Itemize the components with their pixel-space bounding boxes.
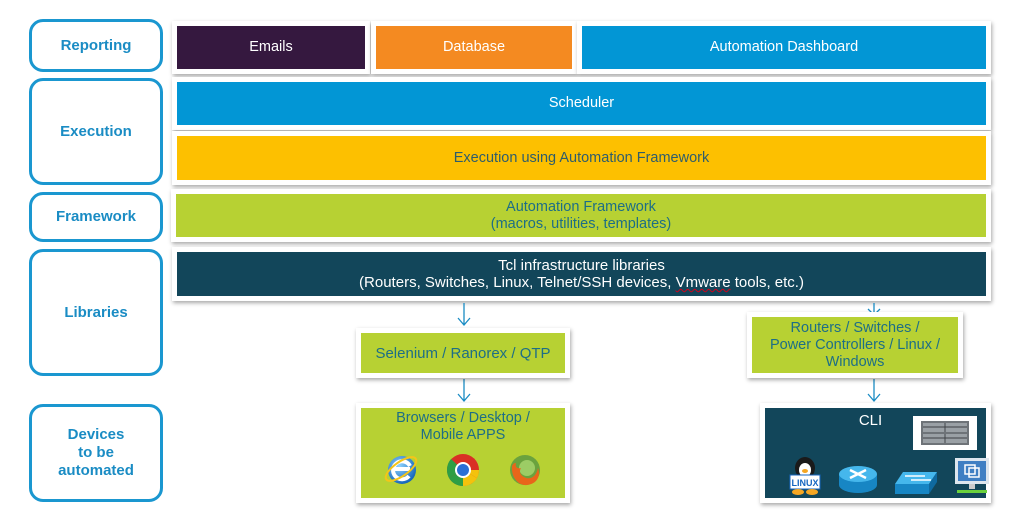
gui-devices-card: Browsers / Desktop / Mobile APPS bbox=[356, 403, 570, 503]
database-card: Database bbox=[371, 21, 577, 74]
scheduler-label: Scheduler bbox=[548, 95, 615, 111]
cli-devices-block: CLI LINUX bbox=[765, 408, 989, 498]
network-devices-line: Power Controllers / Linux / bbox=[769, 336, 941, 353]
layer-label-text: Devices bbox=[67, 426, 125, 443]
layer-label-text: Framework bbox=[55, 208, 137, 225]
layer-label-execution: Execution bbox=[29, 78, 163, 185]
switch-icon bbox=[895, 472, 937, 494]
automation-dashboard-label: Automation Dashboard bbox=[709, 39, 859, 55]
network-devices-card: Routers / Switches / Power Controllers /… bbox=[747, 312, 963, 378]
linux-badge-text: LINUX bbox=[792, 478, 819, 488]
subtitle-part-vmware: Vmware bbox=[675, 274, 731, 291]
browser-icons bbox=[383, 450, 543, 488]
network-devices-block: Routers / Switches / Power Controllers /… bbox=[752, 317, 958, 373]
arrow-down-icon bbox=[867, 379, 881, 402]
framework-subtitle: (macros, utilities, templates) bbox=[490, 215, 672, 232]
database-block: Database bbox=[376, 26, 572, 69]
framework-block: Automation Framework (macros, utilities,… bbox=[176, 194, 986, 237]
execution-card: Execution using Automation Framework bbox=[172, 131, 991, 185]
cli-device-icons: LINUX bbox=[787, 456, 991, 496]
arrow-down-icon bbox=[457, 303, 471, 326]
gui-devices-line: Mobile APPS bbox=[420, 427, 506, 443]
framework-title: Automation Framework bbox=[506, 198, 656, 215]
arrow-down-icon bbox=[457, 379, 471, 402]
layer-label-devices: Devices to be automated bbox=[29, 404, 163, 502]
chrome-icon bbox=[446, 454, 480, 487]
vmware-monitor-icon bbox=[955, 458, 989, 493]
network-devices-line: Routers / Switches / bbox=[790, 319, 920, 336]
layer-label-text: Execution bbox=[60, 122, 132, 140]
dashboard-card: Automation Dashboard bbox=[577, 21, 991, 74]
layer-label-framework: Framework bbox=[29, 192, 163, 242]
gui-tools-card: Selenium / Ranorex / QTP bbox=[356, 328, 570, 378]
tcl-libraries-title: Tcl infrastructure libraries bbox=[498, 257, 665, 274]
router-icon bbox=[839, 466, 877, 493]
network-devices-line: Windows bbox=[825, 353, 885, 370]
emails-label: Emails bbox=[249, 39, 293, 55]
linux-tux-icon: LINUX bbox=[789, 457, 821, 495]
automation-dashboard-block: Automation Dashboard bbox=[582, 26, 986, 69]
emails-block: Emails bbox=[177, 26, 365, 69]
gui-devices-line: Browsers / Desktop / bbox=[396, 410, 530, 426]
layer-label-text: to be bbox=[78, 444, 114, 461]
subtitle-part: tools, etc.) bbox=[730, 274, 804, 291]
tcl-libraries-block: Tcl infrastructure libraries (Routers, S… bbox=[177, 252, 986, 296]
firefox-icon bbox=[510, 455, 540, 486]
internet-explorer-icon bbox=[384, 456, 418, 484]
emails-card: Emails bbox=[172, 21, 370, 74]
gui-tools-label: Selenium / Ranorex / QTP bbox=[375, 344, 551, 362]
database-label: Database bbox=[442, 39, 506, 55]
gui-devices-block: Browsers / Desktop / Mobile APPS bbox=[361, 408, 565, 498]
cli-label: CLI bbox=[858, 412, 883, 429]
execution-engine-label: Execution using Automation Framework bbox=[453, 149, 710, 166]
framework-card: Automation Framework (macros, utilities,… bbox=[171, 189, 991, 242]
layer-label-text: Reporting bbox=[60, 36, 132, 54]
scheduler-card: Scheduler bbox=[172, 77, 991, 130]
cli-devices-card: CLI LINUX bbox=[760, 403, 991, 503]
layer-label-libraries: Libraries bbox=[29, 249, 163, 376]
layer-label-reporting: Reporting bbox=[29, 19, 163, 72]
tcl-libraries-subtitle: (Routers, Switches, Linux, Telnet/SSH de… bbox=[359, 274, 804, 291]
subtitle-part: (Routers, Switches, Linux, Telnet/SSH de… bbox=[359, 274, 676, 291]
server-chassis-icon bbox=[913, 416, 977, 450]
layer-label-text: automated bbox=[58, 462, 134, 479]
execution-engine-block: Execution using Automation Framework bbox=[177, 136, 986, 180]
libraries-card: Tcl infrastructure libraries (Routers, S… bbox=[172, 247, 991, 301]
scheduler-block: Scheduler bbox=[177, 82, 986, 125]
layer-label-text: Libraries bbox=[64, 303, 128, 321]
gui-tools-block: Selenium / Ranorex / QTP bbox=[361, 333, 565, 373]
